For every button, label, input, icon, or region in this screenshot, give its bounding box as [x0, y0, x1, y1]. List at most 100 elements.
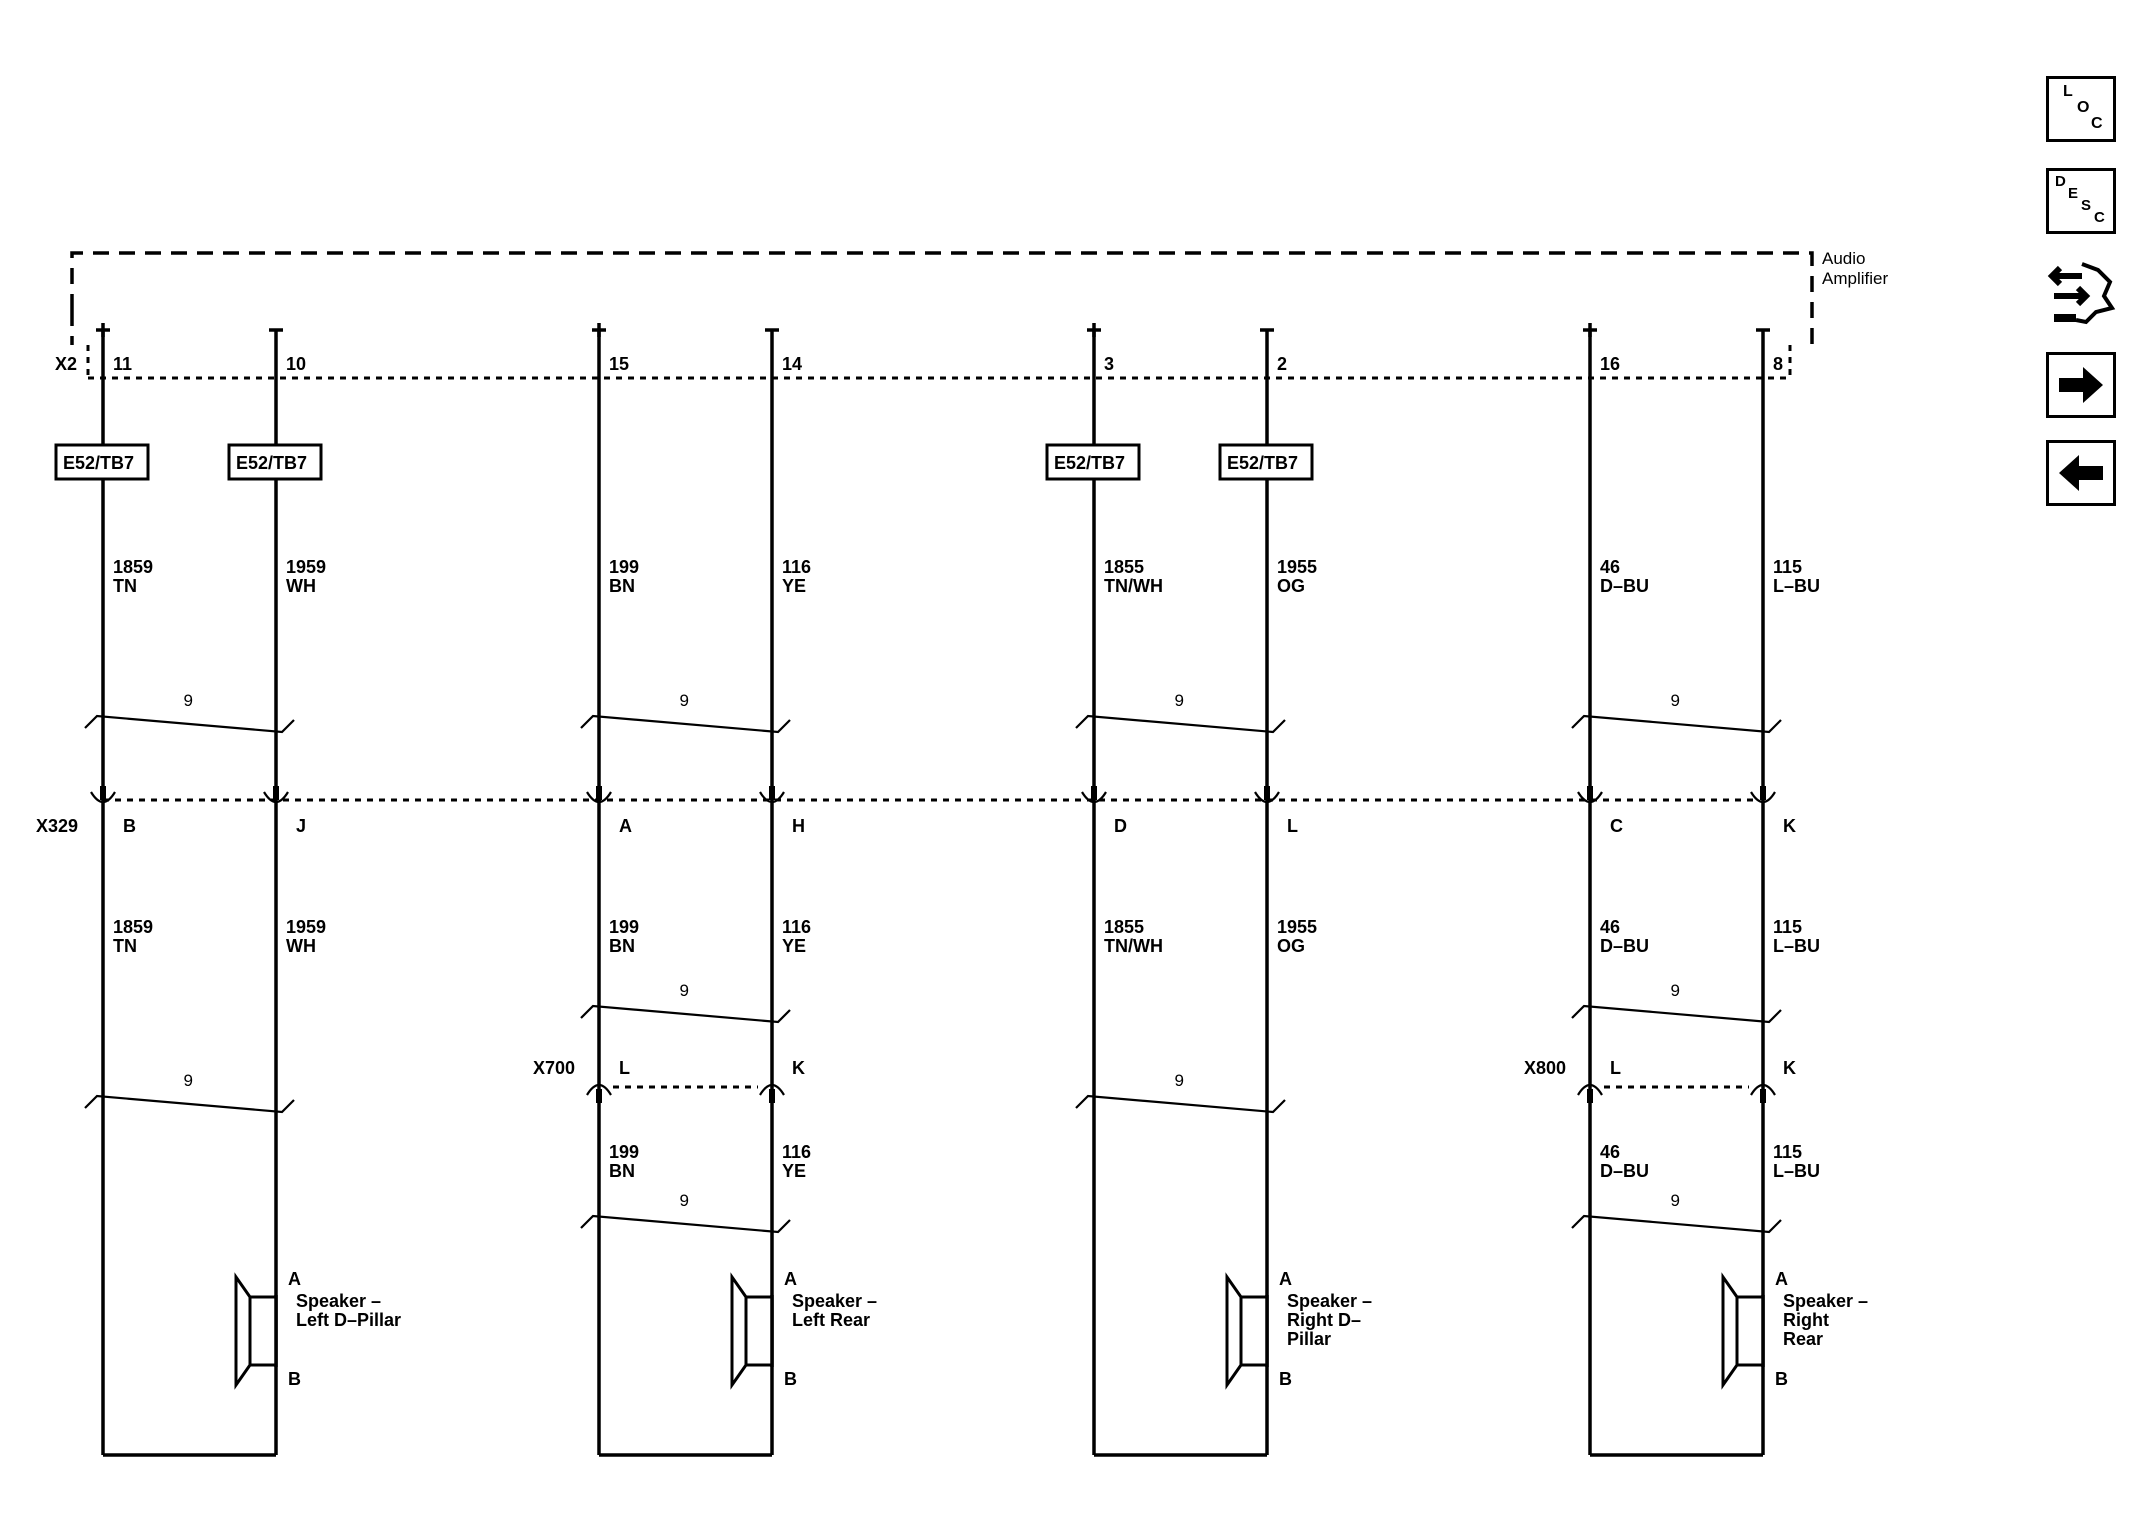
inline-connector-label: X800 [1524, 1058, 1566, 1078]
inline-connector-label: X700 [533, 1058, 575, 1078]
speaker-name-label: Left D–Pillar [296, 1310, 401, 1330]
splice-pack-label: E52/TB7 [1227, 453, 1298, 473]
amp-pin-label: 10 [286, 354, 306, 374]
inline-pin [1760, 1089, 1766, 1103]
wire-number-label: 1959 [286, 557, 326, 577]
twisted-pair-label: 9 [680, 981, 689, 1000]
wire-number-label: 1855 [1104, 557, 1144, 577]
x329-pin [1760, 786, 1766, 800]
arrow-right-icon [2059, 367, 2103, 403]
wire-color-label: WH [286, 576, 316, 596]
next-page-button[interactable] [2046, 352, 2116, 418]
speaker-name-label: Right [1783, 1310, 1829, 1330]
speaker-pin-a-label: A [784, 1269, 797, 1289]
wire-number-label: 199 [609, 917, 639, 937]
wire-color-label: L–BU [1773, 1161, 1820, 1181]
x329-pin-label: C [1610, 816, 1623, 836]
speaker-name-label: Rear [1783, 1329, 1823, 1349]
x329-pin [1264, 786, 1270, 800]
amp-pin-label: 16 [1600, 354, 1620, 374]
speaker-name-label: Speaker – [792, 1291, 877, 1311]
wire-number-label: 115 [1773, 557, 1802, 577]
wire-number-label: 1955 [1277, 917, 1317, 937]
wire-color-label: TN/WH [1104, 936, 1163, 956]
amp-pin-label: 15 [609, 354, 629, 374]
wire-color-label: OG [1277, 936, 1305, 956]
desc-letter-d: D [2055, 173, 2066, 190]
wire-color-label: BN [609, 936, 635, 956]
inline-terminal [1577, 1083, 1603, 1096]
inline-terminal [759, 1083, 785, 1096]
wire-color-label: YE [782, 576, 806, 596]
twisted-pair-marker [1571, 1004, 1782, 1024]
x329-pin-label: H [792, 816, 805, 836]
amplifier-label-line2: Amplifier [1822, 269, 1888, 288]
splice-pack-e52-tb7 [54, 443, 150, 481]
inline-terminal [1750, 1083, 1776, 1096]
speaker-name-label: Pillar [1287, 1329, 1331, 1349]
loc-letter-c: C [2091, 115, 2103, 132]
wire-color-label: BN [609, 1161, 635, 1181]
twisted-pair-label: 9 [1671, 1191, 1680, 1210]
channel-1: 11E52/TB71859TNB1859TN10E52/TB71959WHJ19… [54, 323, 401, 1457]
x329-terminal [1254, 791, 1280, 804]
prev-page-button[interactable] [2046, 440, 2116, 506]
wire-number-label: 46 [1600, 1142, 1620, 1162]
x329-pin [273, 786, 279, 800]
x329-terminal [1081, 791, 1107, 804]
x329-terminal [586, 791, 612, 804]
twisted-pair-label: 9 [1671, 981, 1680, 1000]
amplifier-label-line1: Audio [1822, 249, 1865, 268]
inline-pin [1587, 1089, 1593, 1103]
wire-number-label: 116 [782, 557, 811, 577]
desc-letter-e: E [2068, 185, 2079, 202]
x329-terminal [1750, 791, 1776, 804]
wire-number-label: 46 [1600, 557, 1620, 577]
wire-number-label: 115 [1773, 917, 1802, 937]
connector-hand-icon [2047, 262, 2116, 325]
splice-pack-label: E52/TB7 [63, 453, 134, 473]
speaker-pin-a-label: A [1775, 1269, 1788, 1289]
inline-pin-label: K [1783, 1058, 1796, 1078]
amp-pin-label: 8 [1773, 354, 1783, 374]
wire-color-label: L–BU [1773, 576, 1820, 596]
speaker-magnet [248, 1295, 278, 1367]
wire-color-label: D–BU [1600, 576, 1649, 596]
desc-button[interactable]: D E S C [2046, 168, 2116, 234]
loc-button[interactable]: L O C [2046, 76, 2116, 142]
loc-letter-l: L [2063, 83, 2073, 100]
inline-pin-label: L [619, 1058, 630, 1078]
speaker-cone [1225, 1272, 1243, 1390]
twisted-pair-marker [1075, 714, 1286, 734]
x329-terminal [90, 791, 116, 804]
x329-terminal [263, 791, 289, 804]
speaker-name-label: Speaker – [1783, 1291, 1868, 1311]
speaker-name-label: Right D– [1287, 1310, 1361, 1330]
connector-x2-label: X2 [55, 354, 77, 374]
wire-color-label: OG [1277, 576, 1305, 596]
wire-number-label: 199 [609, 1142, 639, 1162]
speaker-pin-b-label: B [1279, 1369, 1292, 1389]
x329-pin-label: L [1287, 816, 1298, 836]
inline-pin [596, 1089, 602, 1103]
twisted-pair-label: 9 [1175, 691, 1184, 710]
twisted-pair-label: 9 [184, 691, 193, 710]
splice-pack-e52-tb7 [1218, 443, 1314, 481]
channel-2: 15199BNA199BNL199BN14116YEH116YEK116YE99… [533, 323, 877, 1457]
wire-number-label: 1959 [286, 917, 326, 937]
arrow-left-icon [2059, 455, 2103, 491]
splice-pack-label: E52/TB7 [1054, 453, 1125, 473]
twisted-pair-marker [84, 1094, 295, 1114]
speaker-magnet [744, 1295, 774, 1367]
twisted-pair-marker [580, 1214, 791, 1234]
twisted-pair-label: 9 [1671, 691, 1680, 710]
wire-color-label: D–BU [1600, 1161, 1649, 1181]
speaker-name-label: Left Rear [792, 1310, 870, 1330]
connector-hand-button[interactable] [2046, 256, 2116, 328]
speaker-magnet [1735, 1295, 1765, 1367]
twisted-pair-label: 9 [184, 1071, 193, 1090]
desc-letter-c: C [2094, 209, 2105, 226]
wire-color-label: BN [609, 576, 635, 596]
amp-pin-label: 2 [1277, 354, 1287, 374]
